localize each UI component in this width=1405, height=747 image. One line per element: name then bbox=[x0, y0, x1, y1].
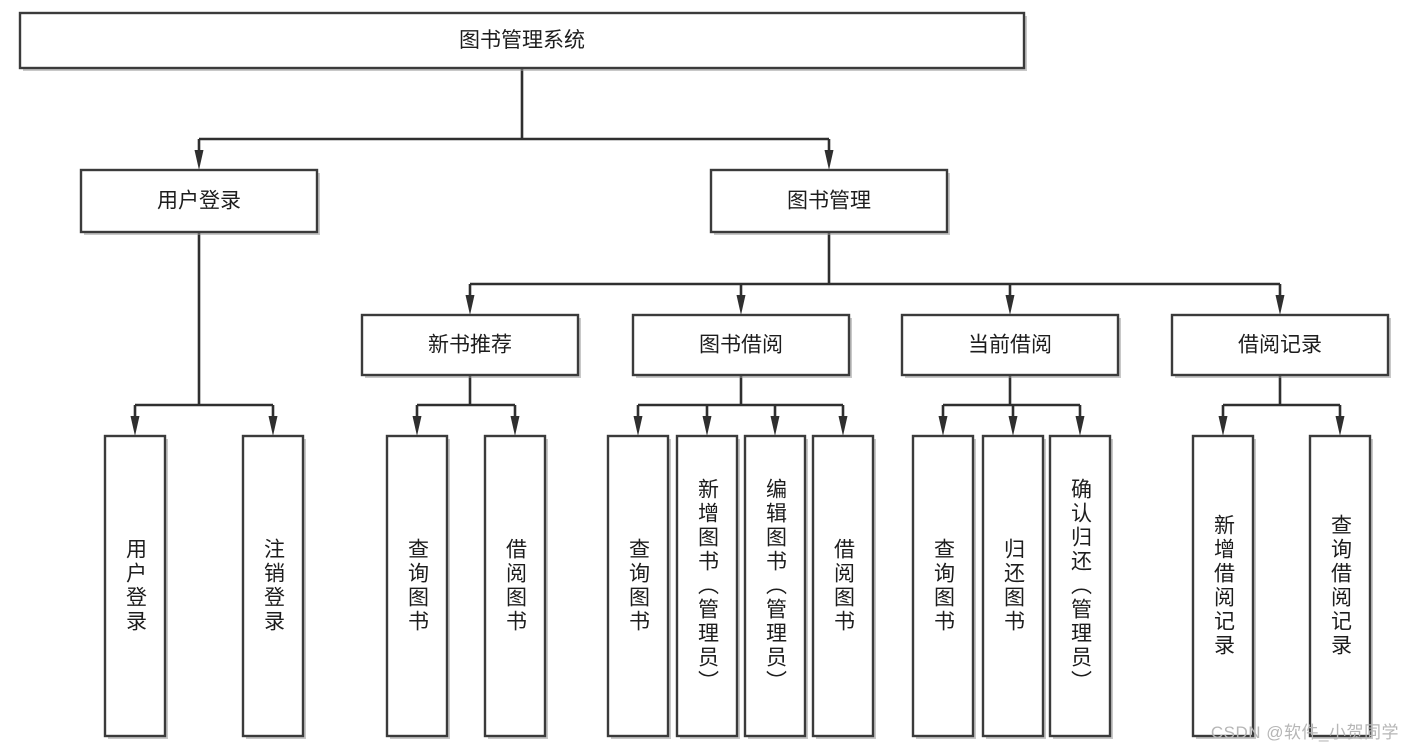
arrow-head-icon bbox=[824, 150, 834, 170]
node-label: 当前借阅 bbox=[968, 334, 1052, 357]
arrow-head-icon bbox=[465, 295, 475, 315]
node-rect[interactable] bbox=[1308, 434, 1372, 738]
arrow-head-icon bbox=[1218, 416, 1228, 436]
node-rect[interactable] bbox=[709, 168, 949, 234]
node-rect[interactable] bbox=[811, 434, 875, 738]
arrow-head-icon bbox=[736, 295, 746, 315]
node-label: 图书管理系统 bbox=[459, 29, 585, 52]
node-rect[interactable] bbox=[18, 11, 1026, 70]
node-borrow-record[interactable]: 借阅记录 bbox=[1170, 313, 1391, 378]
node-rect[interactable] bbox=[1048, 434, 1112, 738]
node-leaf-query-book-1[interactable] bbox=[385, 434, 450, 739]
node-label: 新书推荐 bbox=[428, 334, 512, 357]
node-leaf-query-book-3[interactable] bbox=[911, 434, 976, 739]
node-leaf-query-record[interactable] bbox=[1308, 434, 1373, 739]
node-rect[interactable] bbox=[241, 434, 305, 738]
node-rect[interactable] bbox=[606, 434, 670, 738]
node-rect[interactable] bbox=[981, 434, 1045, 738]
node-rect[interactable] bbox=[911, 434, 975, 738]
arrow-head-icon bbox=[194, 150, 204, 170]
node-label: 借阅记录 bbox=[1238, 334, 1322, 357]
node-rect[interactable] bbox=[79, 168, 319, 234]
connector-layer bbox=[130, 68, 1345, 436]
arrow-head-icon bbox=[1275, 295, 1285, 315]
arrow-head-icon bbox=[268, 416, 278, 436]
node-leaf-borrow-book-1[interactable] bbox=[483, 434, 548, 739]
node-current-borrow[interactable]: 当前借阅 bbox=[900, 313, 1121, 378]
arrow-head-icon bbox=[770, 416, 780, 436]
node-user-login[interactable]: 用户登录 bbox=[79, 168, 320, 235]
watermark-text: CSDN @软件_小贺同学 bbox=[1210, 723, 1399, 742]
node-rect[interactable] bbox=[631, 313, 851, 377]
node-leaf-add-book[interactable] bbox=[675, 434, 740, 739]
arrow-head-icon bbox=[130, 416, 140, 436]
arrow-head-icon bbox=[838, 416, 848, 436]
arrow-head-icon bbox=[510, 416, 520, 436]
node-label: 图书管理 bbox=[787, 190, 871, 213]
node-rect[interactable] bbox=[103, 434, 167, 738]
node-book-manage[interactable]: 图书管理 bbox=[709, 168, 950, 235]
arrow-head-icon bbox=[1335, 416, 1345, 436]
node-new-book-recommend[interactable]: 新书推荐 bbox=[360, 313, 581, 378]
node-leaf-add-record[interactable] bbox=[1191, 434, 1256, 739]
arrow-head-icon bbox=[1008, 416, 1018, 436]
node-rect[interactable] bbox=[483, 434, 547, 738]
node-rect[interactable] bbox=[385, 434, 449, 738]
node-rect[interactable] bbox=[1170, 313, 1390, 377]
node-rect[interactable] bbox=[743, 434, 807, 738]
arrow-head-icon bbox=[1005, 295, 1015, 315]
arrow-head-icon bbox=[1075, 416, 1085, 436]
node-leaf-user-login[interactable] bbox=[103, 434, 168, 739]
node-rect[interactable] bbox=[675, 434, 739, 738]
node-label: 图书借阅 bbox=[699, 334, 783, 357]
arrow-head-icon bbox=[633, 416, 643, 436]
node-rect[interactable] bbox=[900, 313, 1120, 377]
arrow-head-icon bbox=[702, 416, 712, 436]
node-leaf-borrow-book-2[interactable] bbox=[811, 434, 876, 739]
node-book-borrow[interactable]: 图书借阅 bbox=[631, 313, 852, 378]
node-label: 用户登录 bbox=[157, 190, 241, 213]
arrow-head-icon bbox=[412, 416, 422, 436]
node-leaf-edit-book[interactable] bbox=[743, 434, 808, 739]
arrow-head-icon bbox=[938, 416, 948, 436]
node-root[interactable]: 图书管理系统 bbox=[18, 11, 1027, 71]
node-rect[interactable] bbox=[360, 313, 580, 377]
node-rect[interactable] bbox=[1191, 434, 1255, 738]
node-leaf-return-book[interactable] bbox=[981, 434, 1046, 739]
node-leaf-query-book-2[interactable] bbox=[606, 434, 671, 739]
node-leaf-confirm-return[interactable] bbox=[1048, 434, 1113, 739]
node-leaf-logout[interactable] bbox=[241, 434, 306, 739]
